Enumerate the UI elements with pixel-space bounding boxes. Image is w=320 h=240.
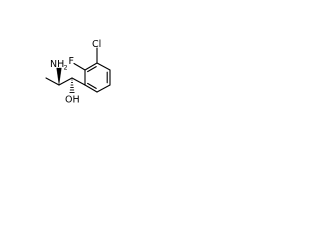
hydroxyl-label: OH (65, 95, 80, 106)
atom-hydroxyl: OH (65, 95, 80, 106)
ring-bond-4-5 (96, 84, 111, 93)
atom-amine: NH 2 (50, 59, 68, 72)
benzene-ring (84, 62, 111, 93)
ring-bond-2-3 (96, 62, 111, 71)
ring-bond-5-6 (84, 84, 98, 93)
atom-chlorine: Cl (92, 39, 101, 50)
molecule-structure: Cl F NH 2 OH (45, 39, 111, 106)
bond-c-f (73, 62, 86, 71)
amine-label: NH (50, 59, 64, 70)
chlorine-label: Cl (92, 39, 101, 50)
bond-wedge-amine (56, 67, 62, 86)
bond-carbinol-to-aminomethine (58, 77, 73, 86)
bond-hash-hydroxyl (69, 79, 75, 93)
fluorine-label: F (69, 56, 74, 67)
bond-ring-to-carbinol (71, 77, 86, 86)
ring-double-bond-3 (87, 82, 97, 89)
ring-double-bond-1 (87, 66, 97, 73)
ring-bond-1-2 (84, 62, 98, 71)
bond-aminomethine-to-methyl (45, 77, 60, 86)
amine-subscript: 2 (64, 64, 68, 72)
atom-fluorine: F (69, 56, 74, 67)
